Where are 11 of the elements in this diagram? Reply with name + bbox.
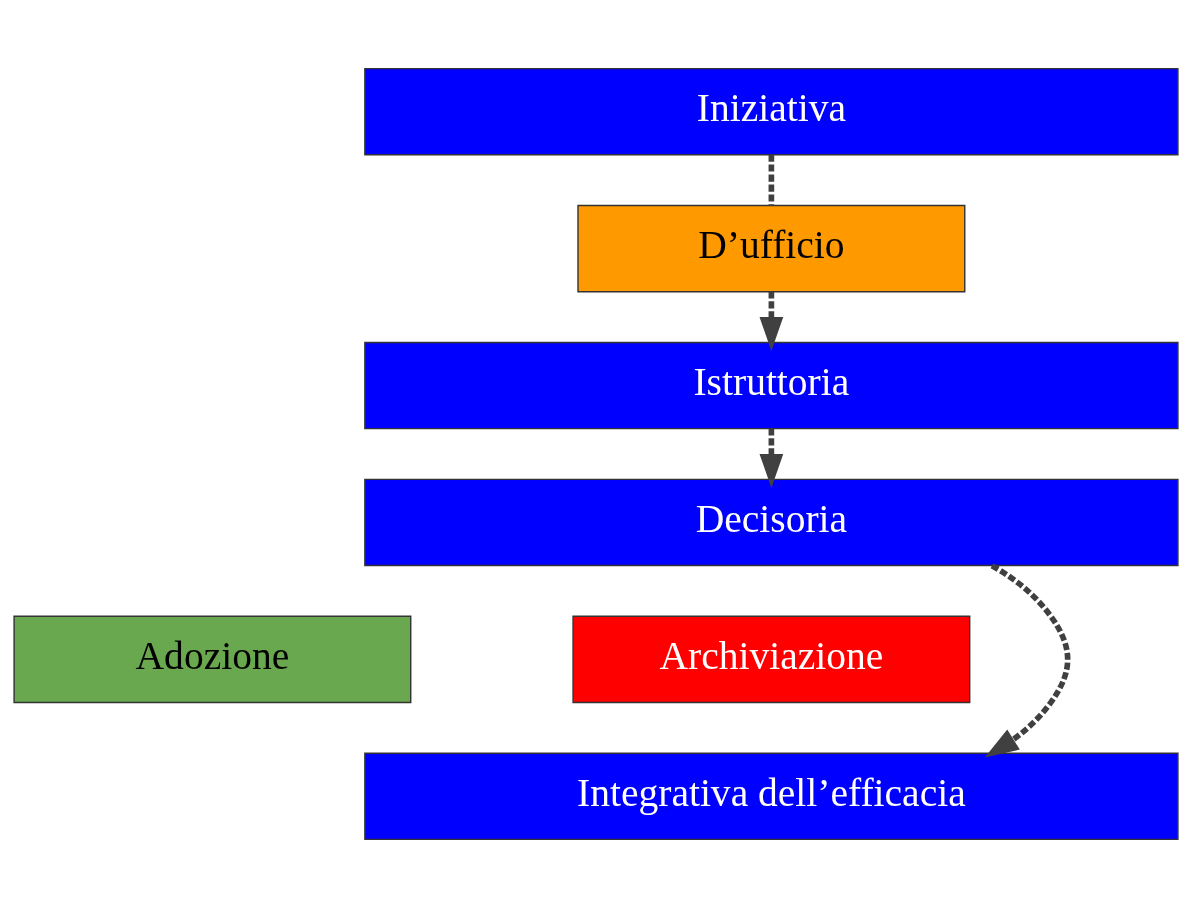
arrow xyxy=(759,428,784,488)
node-box: Archiviazione xyxy=(572,615,971,704)
node-box: Iniziativa xyxy=(364,67,1179,156)
node-box: Adozione xyxy=(13,615,412,704)
node-box: Istruttoria xyxy=(364,341,1179,430)
node-box: Integrativa dell’efficacia xyxy=(364,752,1179,841)
node-box: D’ufficio xyxy=(577,204,966,293)
connector xyxy=(768,154,775,206)
arrow xyxy=(984,563,1071,758)
node-box: Decisoria xyxy=(364,478,1179,567)
arrow xyxy=(759,291,784,351)
